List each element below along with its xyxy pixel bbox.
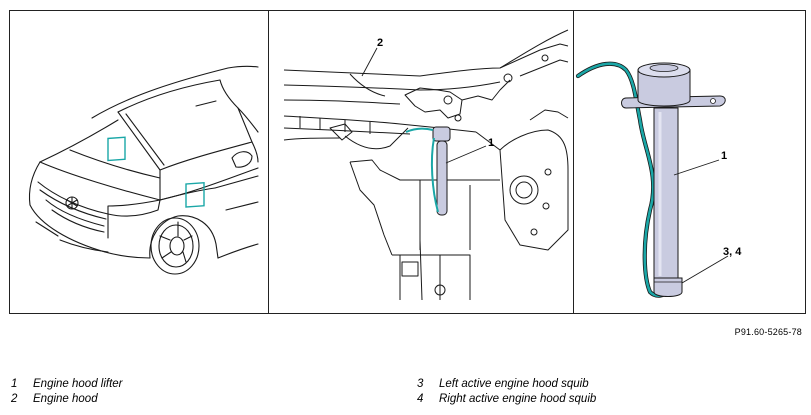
legend-label: Left active engine hood squib — [439, 378, 589, 390]
callout-hood: 2 — [377, 37, 383, 49]
callout-leader-squib — [681, 255, 729, 284]
legend-left: 1 Engine hood lifter 2 Engine hood — [11, 377, 123, 407]
legend-item: 2 Engine hood — [11, 392, 123, 407]
legend-number: 2 — [11, 393, 18, 405]
legend-label: Engine hood — [33, 393, 98, 405]
engine-hood-lifter-closeup — [575, 61, 726, 298]
legend-label: Engine hood lifter — [33, 378, 123, 390]
callout-leader-lifter-panel3 — [673, 159, 720, 176]
figure-frame — [9, 10, 806, 314]
callout-leader-lifter-panel2 — [445, 145, 487, 164]
hood-lifter-location-marker-2 — [185, 181, 205, 208]
legend-label: Right active engine hood squib — [439, 393, 597, 405]
legend-item: 1 Engine hood lifter — [11, 377, 123, 392]
engine-hood-lifter-detail — [405, 126, 451, 216]
figure-reference-code: P91.60-5265-78 — [734, 327, 802, 337]
legend-number: 3 — [417, 378, 424, 390]
hood-lifter-location-marker-1 — [107, 136, 126, 162]
callout-lifter-panel3: 1 — [721, 150, 727, 162]
legend-item: 4 Right active engine hood squib — [417, 392, 596, 407]
legend-item: 3 Left active engine hood squib — [417, 377, 596, 392]
legend-number: 4 — [417, 393, 424, 405]
car-overview-illustration — [28, 65, 259, 275]
legend-right: 3 Left active engine hood squib 4 Right ac… — [417, 377, 596, 407]
callout-squib: 3, 4 — [723, 246, 742, 258]
callout-lifter-panel2: 1 — [488, 137, 494, 149]
callout-leader-hood — [361, 47, 378, 77]
legend-number: 1 — [11, 378, 18, 390]
